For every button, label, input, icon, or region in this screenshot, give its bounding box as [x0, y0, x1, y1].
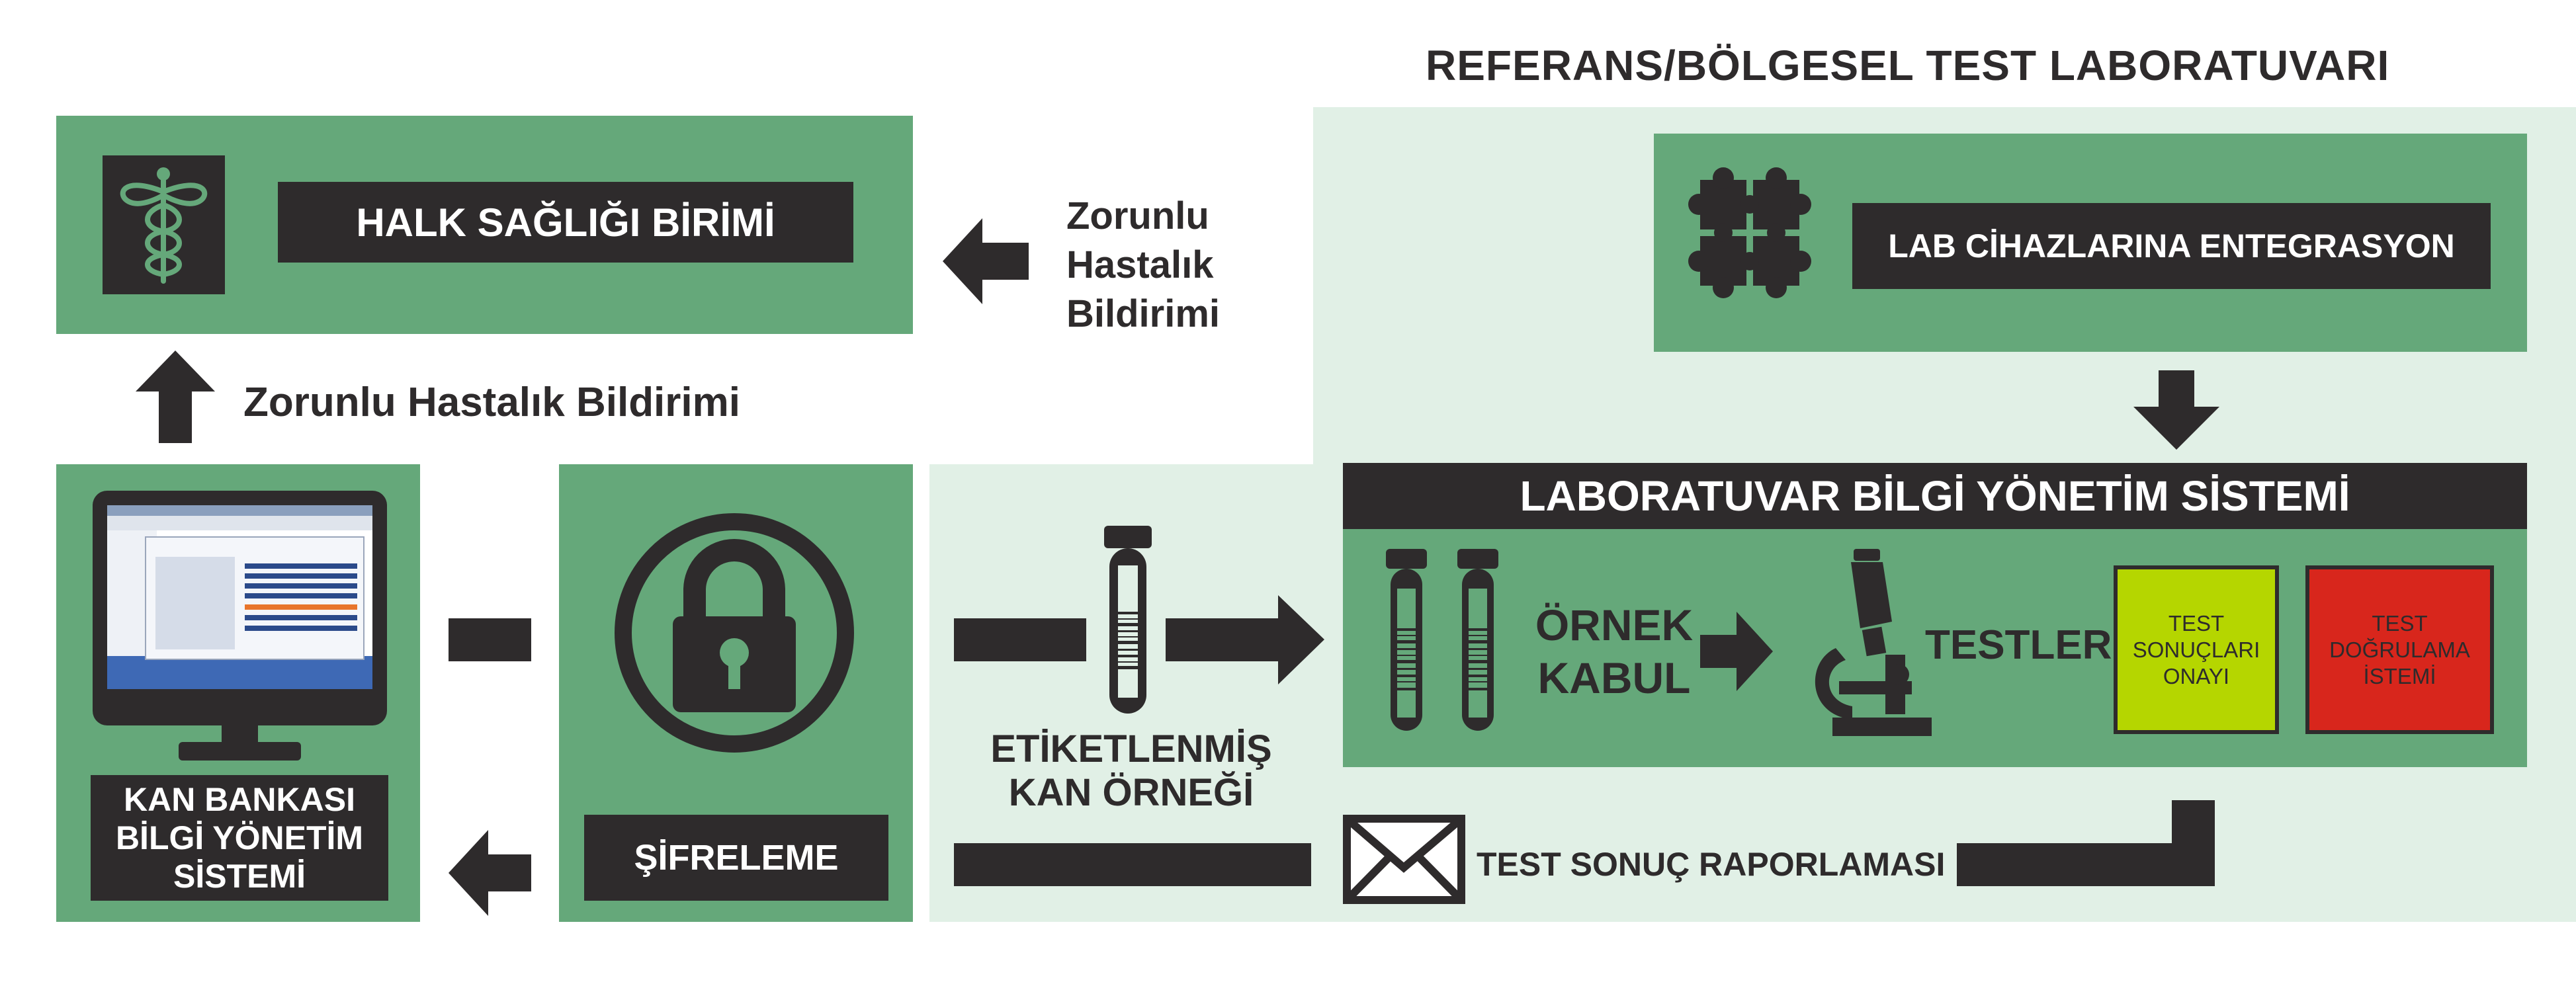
blood-bank-box: KAN BANKASI BİLGİ YÖNETİM SİSTEMİ: [56, 464, 420, 922]
sample-label: ETİKETLENMİŞ KAN ÖRNEĞİ: [990, 727, 1272, 814]
approval-box: TEST SONUÇLARI ONAYI: [2114, 565, 2279, 734]
lab-integration-box: LAB CİHAZLARINA ENTEGRASYON: [1654, 134, 2527, 352]
test-tube-icon: [1101, 526, 1154, 718]
monitor-icon: [93, 491, 387, 762]
reporting-label: TEST SONUÇ RAPORLAMASI: [1477, 846, 1946, 883]
report-bar-riser: [2172, 800, 2215, 886]
notification-text-up: Zorunlu Hastalık Bildirimi: [243, 380, 740, 425]
blood-bank-label: KAN BANKASI BİLGİ YÖNETİM SİSTEMİ: [91, 775, 388, 901]
notification-text-right: Zorunlu Hastalık Bildirimi: [1066, 194, 1221, 335]
connector-dash-sample: [954, 618, 1086, 661]
lab-section-title: REFERANS/BÖLGESEL TEST LABORATUVARI: [1426, 42, 2390, 89]
lab-integration-label: LAB CİHAZLARINA ENTEGRASYON: [1852, 203, 2491, 289]
sample-accept-text: ÖRNEK KABUL: [1535, 600, 1694, 702]
connector-dash-left: [449, 618, 531, 661]
arrow-up-to-public-health: [136, 350, 215, 443]
caduceus-icon: [103, 155, 225, 294]
sample-tubes-icon: [1383, 549, 1508, 741]
envelope-icon: [1343, 815, 1465, 904]
encryption-label: ŞİFRELEME: [584, 815, 888, 901]
arrow-left-to-blood-bank: [449, 830, 531, 916]
arrow-left-to-public-health: [943, 218, 1029, 304]
tests-text: TESTLER: [1925, 622, 2112, 668]
arrow-right-to-tests: [1700, 612, 1773, 691]
verification-box: TEST DOĞRULAMA İSTEMİ: [2305, 565, 2494, 734]
public-health-box: HALK SAĞLIĞI BİRİMİ: [56, 116, 913, 334]
arrow-right-to-lims: [1166, 595, 1324, 684]
microscope-icon: [1799, 549, 1932, 741]
report-bar-left: [954, 843, 1311, 886]
lims-box: LABORATUVAR BİLGİ YÖNETİM SİSTEMİ: [1343, 463, 2527, 767]
arrow-down-to-lims: [2133, 370, 2219, 450]
puzzle-icon: [1674, 163, 1826, 322]
public-health-label: HALK SAĞLIĞI BİRİMİ: [278, 182, 853, 263]
padlock-icon: [612, 511, 857, 755]
encryption-box: ŞİFRELEME: [559, 464, 913, 922]
lims-title: LABORATUVAR BİLGİ YÖNETİM SİSTEMİ: [1343, 463, 2527, 529]
